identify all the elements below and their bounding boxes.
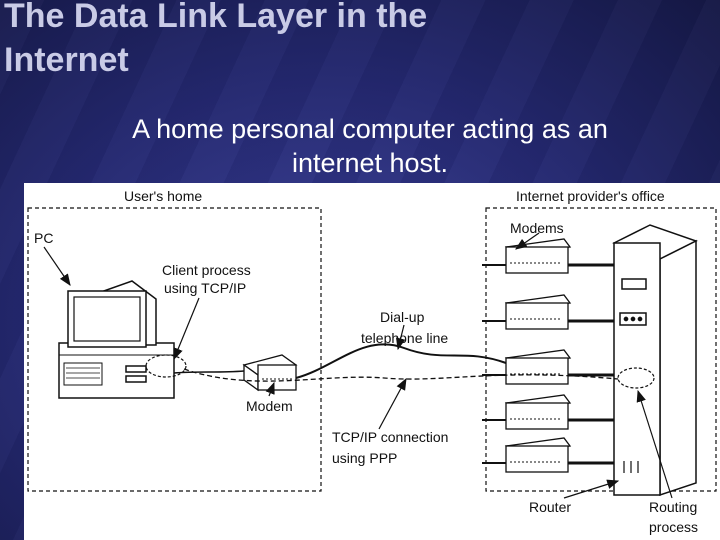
isp-modem-5-icon	[504, 437, 572, 473]
users-home-region	[27, 207, 322, 492]
label-dialup-1: Dial-up	[380, 309, 425, 325]
network-diagram: User's home Internet provider's office	[24, 183, 720, 540]
isp-modem-4-icon	[504, 394, 572, 430]
isp-modem-1-icon	[504, 238, 572, 274]
subtitle-line-1: A home personal computer acting as an	[132, 114, 608, 144]
label-modem: Modem	[246, 398, 293, 414]
label-pc: PC	[34, 230, 53, 246]
label-routing-1: Routing	[649, 499, 697, 515]
title-line-1: The Data Link Layer in the	[4, 0, 428, 35]
arrow-router	[563, 479, 620, 499]
arrow-modems	[515, 232, 540, 250]
telephone-line	[295, 343, 507, 379]
label-client-process-2: using TCP/IP	[164, 280, 246, 296]
label-client-process-1: Client process	[162, 262, 251, 278]
label-router: Router	[529, 499, 571, 515]
label-users-home: User's home	[124, 188, 202, 204]
arrow-tcpip	[378, 377, 407, 430]
subtitle-line-2: internet host.	[291, 148, 449, 178]
routing-process-marker	[617, 367, 655, 389]
pc-modem-cable	[173, 370, 245, 374]
label-isp-office: Internet provider's office	[516, 188, 665, 204]
slide-title: The Data Link Layer in the Internet	[4, 0, 704, 82]
slide-subtitle: A home personal computer acting as an in…	[60, 112, 680, 180]
arrow-dialup	[395, 324, 406, 351]
tcpip-connection	[183, 368, 619, 382]
arrow-client-process	[173, 297, 200, 361]
label-routing-2: process	[649, 519, 698, 535]
label-tcpip-1: TCP/IP connection	[332, 429, 448, 445]
pointer-arrows	[43, 232, 673, 499]
pc-icon	[58, 280, 175, 399]
label-dialup-2: telephone line	[361, 330, 448, 346]
isp-modem-3-icon	[504, 349, 572, 385]
isp-office-region	[485, 207, 717, 492]
label-modems: Modems	[510, 220, 564, 236]
network-diagram-svg: User's home Internet provider's office	[27, 188, 717, 535]
isp-modem-2-icon	[504, 294, 572, 330]
arrow-routing-process	[636, 389, 673, 499]
home-modem-icon	[242, 354, 298, 392]
arrow-pc	[43, 246, 71, 286]
router-icon	[612, 224, 698, 497]
arrow-modem	[265, 381, 275, 397]
title-line-2: Internet	[4, 41, 129, 79]
client-process-marker	[145, 354, 187, 378]
label-tcpip-2: using PPP	[332, 450, 397, 466]
